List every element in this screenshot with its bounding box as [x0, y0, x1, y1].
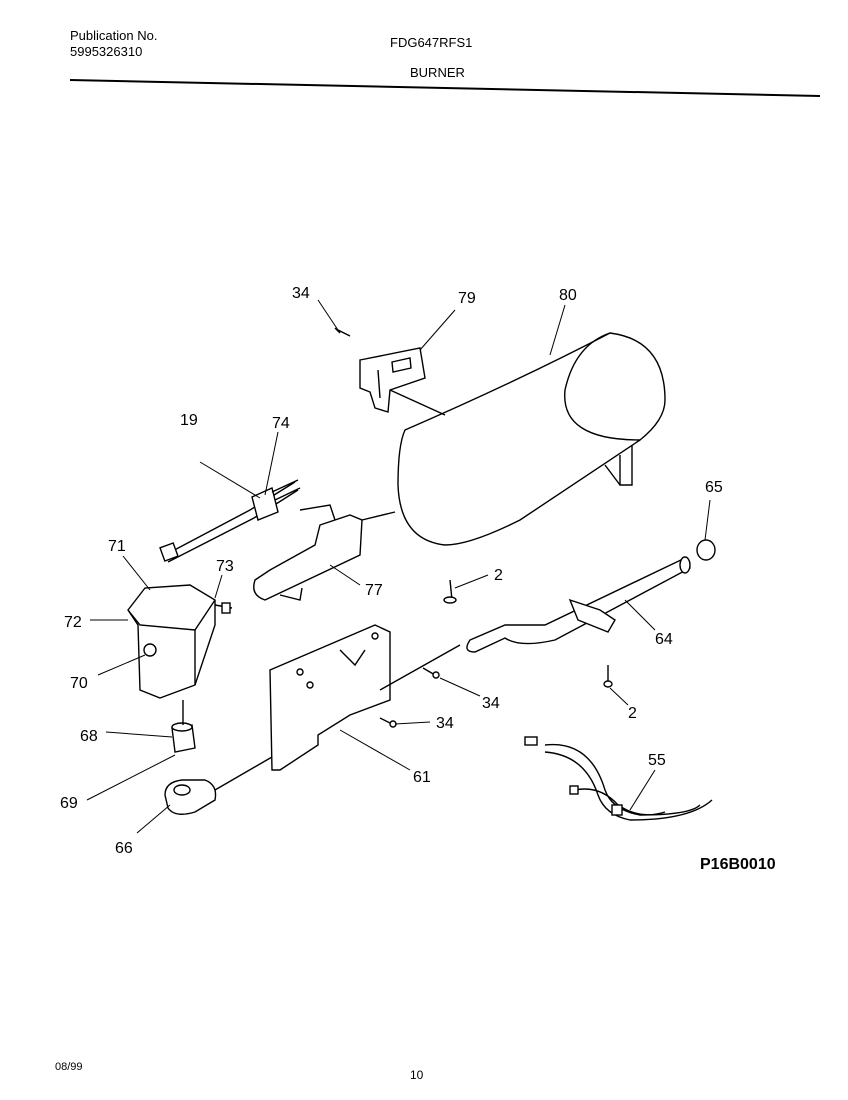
callout-69: 69: [60, 795, 78, 812]
part-68-fitting: [171, 700, 196, 753]
header-rule: [69, 79, 821, 97]
callout-70: 70: [70, 675, 88, 692]
callout-66: 66: [115, 840, 133, 857]
part-70-gas-valve: [127, 584, 233, 699]
page-number: 10: [410, 1068, 424, 1082]
leader-lines: [86, 299, 711, 834]
callout-77: 77: [365, 582, 383, 599]
part-61-mounting-bracket: [269, 624, 461, 771]
callout-34-low: 34: [436, 715, 454, 732]
model-number: FDG647RFS1: [390, 35, 473, 50]
callout-72: 72: [64, 614, 82, 631]
callout-65: 65: [705, 479, 723, 496]
part-55-wire-harness: [524, 736, 713, 821]
callout-80: 80: [559, 287, 577, 304]
callout-64: 64: [655, 631, 673, 648]
part-19-igniter: [159, 479, 301, 563]
callout-71: 71: [108, 538, 126, 555]
part-79-bracket: [359, 347, 446, 416]
callout-55: 55: [648, 752, 666, 769]
part-2-screw-lower: [603, 665, 613, 688]
part-65-cap: [696, 539, 716, 561]
publication-number: 5995326310: [70, 44, 143, 59]
part-80-burner-tube: [397, 332, 666, 546]
callout-2-upper: 2: [494, 567, 503, 584]
publication-label: Publication No.: [70, 28, 158, 43]
callout-74: 74: [272, 415, 290, 432]
part-34-screw-top: [334, 327, 351, 337]
callout-34-mid: 34: [482, 695, 500, 712]
part-77-holder: [253, 504, 396, 601]
callout-68: 68: [80, 728, 98, 745]
diagram-code: P16B0010: [700, 856, 776, 873]
footer-date: 08/99: [55, 1061, 83, 1073]
callout-2-lower: 2: [628, 705, 637, 722]
part-64-burner-orifice-tube: [466, 556, 691, 653]
callout-34-top: 34: [292, 285, 310, 302]
callout-79: 79: [458, 290, 476, 307]
part-66-elbow: [164, 756, 273, 815]
part-34-screw-mid: [422, 667, 440, 679]
callout-73: 73: [216, 558, 234, 575]
part-2-screw: [443, 579, 457, 604]
callout-19: 19: [180, 412, 198, 429]
callouts: 34 79 80 19 74 65 71 73 2 77 72 64 70 34…: [60, 285, 723, 857]
part-34-screw-low: [379, 717, 397, 728]
section-title: BURNER: [410, 65, 465, 80]
callout-61: 61: [413, 769, 431, 786]
